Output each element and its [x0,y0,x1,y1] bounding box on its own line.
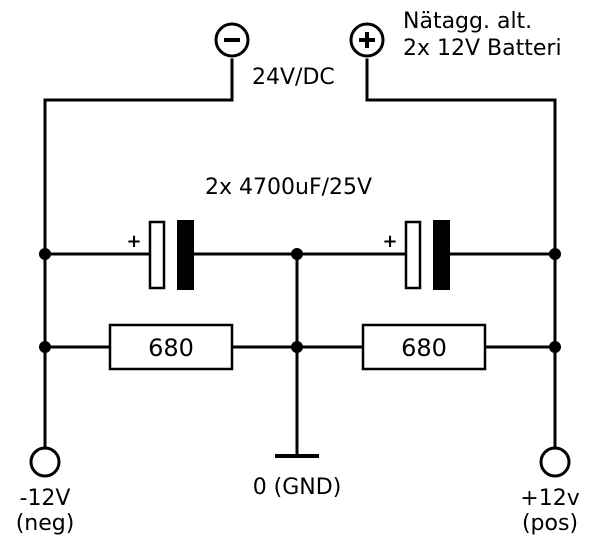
ground-label: 0 (GND) [253,475,342,500]
supply-description-line1: Nätagg. alt. [403,9,532,34]
junction-dot [549,248,561,260]
resistor-left: 680 [108,323,234,371]
junction-dot [39,248,51,260]
negative-terminal [214,22,250,58]
capacitor-left [148,220,194,290]
ground-wire [275,252,319,458]
resistor-left-value: 680 [148,334,194,362]
positive-output-voltage: +12v [520,486,579,511]
junction-dot [39,341,51,353]
negative-output-voltage: -12V [20,486,71,511]
capacitor-right-polarity: + [382,231,397,252]
junction-dot [549,341,561,353]
junction-dots [39,248,561,353]
resistor-right: 680 [361,323,487,371]
negative-output-desc: (neg) [16,511,75,536]
output-terminal-positive [539,446,571,478]
supply-wires [43,58,557,450]
supply-description-line2: 2x 12V Batteri [403,36,562,61]
capacitor-left-polarity: + [126,231,141,252]
resistor-right-value: 680 [401,334,447,362]
positive-terminal [349,22,385,58]
positive-output-desc: (pos) [522,511,578,536]
junction-dot [291,341,303,353]
junction-dot [291,248,303,260]
capacitor-right [404,220,450,290]
output-terminal-negative [29,446,61,478]
supply-voltage-label: 24V/DC [252,65,335,90]
capacitor-spec-label: 2x 4700uF/25V [205,175,372,200]
